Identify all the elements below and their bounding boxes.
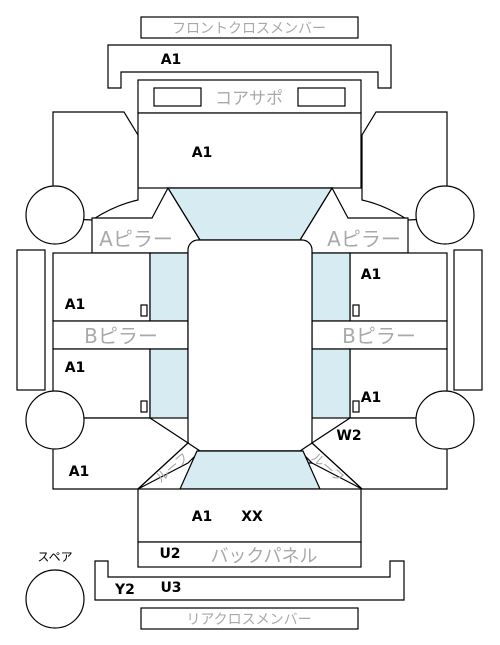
left-headlight[interactable] xyxy=(153,87,202,107)
left-front-door-handle[interactable] xyxy=(140,304,148,317)
right-rear-quarter-code: W2 xyxy=(336,428,361,444)
right-a-pillar-label: Aピラー xyxy=(327,227,401,251)
left-front-window[interactable] xyxy=(149,252,189,322)
rear-cross-member-left-code: Y2 xyxy=(114,582,135,598)
right-front-door[interactable] xyxy=(349,252,448,322)
left-rear-tire[interactable] xyxy=(25,390,85,450)
back-panel[interactable] xyxy=(137,541,362,568)
trunk-lid[interactable] xyxy=(137,488,362,543)
right-front-window[interactable] xyxy=(311,252,351,322)
right-rear-window[interactable] xyxy=(311,348,351,419)
spare-tire[interactable] xyxy=(25,569,85,629)
hood-code: A1 xyxy=(192,145,213,161)
right-front-door-code: A1 xyxy=(361,267,382,283)
left-front-tire[interactable] xyxy=(25,185,85,245)
rear-window[interactable] xyxy=(179,450,321,490)
left-rear-roof-pillar[interactable] xyxy=(137,442,201,490)
left-side-sill[interactable] xyxy=(16,249,46,391)
left-b-pillar-label: Bピラー xyxy=(84,324,158,348)
left-front-door-code: A1 xyxy=(65,297,86,313)
left-rear-door-code: A1 xyxy=(65,360,86,376)
hood[interactable] xyxy=(137,112,362,189)
right-rear-door-code: A1 xyxy=(361,390,382,406)
trunk-lid-code: A1 xyxy=(192,509,213,525)
left-rear-window[interactable] xyxy=(149,348,189,419)
front-cross-member[interactable] xyxy=(107,44,392,89)
back-panel-code: U2 xyxy=(159,546,180,562)
core-support-label: コアサポ xyxy=(215,89,283,109)
spare-label: スペア xyxy=(37,550,72,564)
rear-cross-member-label: リアクロスメンバー xyxy=(186,612,311,628)
trunk-lid-extra-code: XX xyxy=(241,509,263,525)
right-side-sill[interactable] xyxy=(453,249,483,391)
left-a-pillar-label: Aピラー xyxy=(99,227,173,251)
right-b-pillar-label: Bピラー xyxy=(342,324,416,348)
rear-cross-member[interactable] xyxy=(94,560,405,601)
front-cross-member-label: フロントクロスメンバー xyxy=(172,21,326,37)
front-cross-member-code: A1 xyxy=(161,52,182,68)
right-rear-door-handle[interactable] xyxy=(352,400,360,413)
left-rear-door-handle[interactable] xyxy=(140,400,148,413)
front-cross-member-label-box xyxy=(140,16,359,39)
roof[interactable] xyxy=(187,239,313,452)
right-front-door-handle[interactable] xyxy=(352,304,360,317)
rear-cross-member-code: U3 xyxy=(160,580,181,596)
right-front-tire[interactable] xyxy=(415,185,475,245)
right-rear-tire[interactable] xyxy=(415,390,475,450)
left-rear-quarter-code: A1 xyxy=(69,464,90,480)
rear-cross-member-label-box xyxy=(140,607,359,630)
back-panel-label: バックパネル xyxy=(210,546,317,567)
right-headlight[interactable] xyxy=(297,87,346,107)
